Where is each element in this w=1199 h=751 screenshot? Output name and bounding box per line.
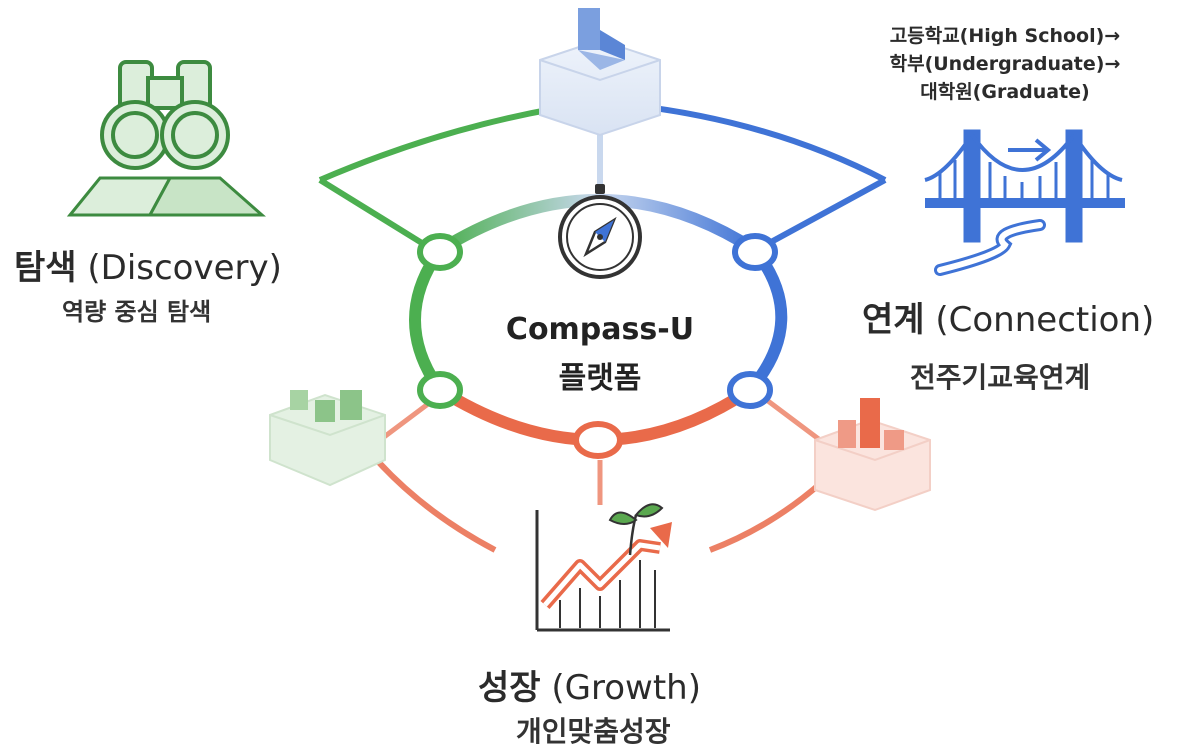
growth-desc: 개인맞춤성장 (516, 715, 671, 748)
top-cube-icon (539, 8, 661, 137)
growth-title: 성장 (Growth) (478, 660, 701, 709)
growth-title-en: (Growth) (551, 668, 701, 708)
outer-side-right (758, 177, 887, 251)
connection-title: 연계 (Connection) (862, 292, 1154, 341)
compass-icon (558, 184, 642, 279)
ring-node (417, 233, 463, 271)
discovery-title: 탐색 (Discovery) (14, 240, 282, 289)
ring-node (573, 421, 623, 459)
growth-chart-icon (535, 503, 672, 632)
path-step: 고등학교(High School)→ (889, 25, 1121, 47)
bridge-icon (924, 129, 1125, 276)
connection-title-en: (Connection) (935, 300, 1155, 340)
connection-desc: 전주기교육연계 (910, 361, 1091, 394)
platform-sub: 플랫폼 (558, 361, 642, 396)
discovery-title-en: (Discovery) (87, 248, 282, 288)
connection-title-ko: 연계 (862, 300, 925, 340)
left-cube-icon (269, 390, 386, 487)
ring-blue (745, 246, 788, 394)
outer-side-left (318, 177, 432, 251)
binoculars-icon (66, 60, 266, 217)
ring-node (417, 371, 463, 409)
center-label: Compass-U 플랫폼 (480, 312, 720, 397)
right-cube-icon (814, 398, 931, 512)
ring-green (409, 246, 445, 394)
growth-title-ko: 성장 (478, 668, 541, 708)
ring-node (727, 371, 773, 409)
education-path: 고등학교(High School)→ 학부(Undergraduate)→ 대학… (830, 22, 1180, 106)
discovery-title-ko: 탐색 (14, 248, 77, 288)
ring-node (732, 233, 778, 271)
discovery-desc: 역량 중심 탐색 (62, 298, 212, 326)
path-step: 학부(Undergraduate)→ (889, 53, 1121, 75)
path-step: 대학원(Graduate) (920, 81, 1090, 103)
connector-right-cube (758, 393, 822, 442)
platform-name: Compass-U (505, 312, 695, 347)
